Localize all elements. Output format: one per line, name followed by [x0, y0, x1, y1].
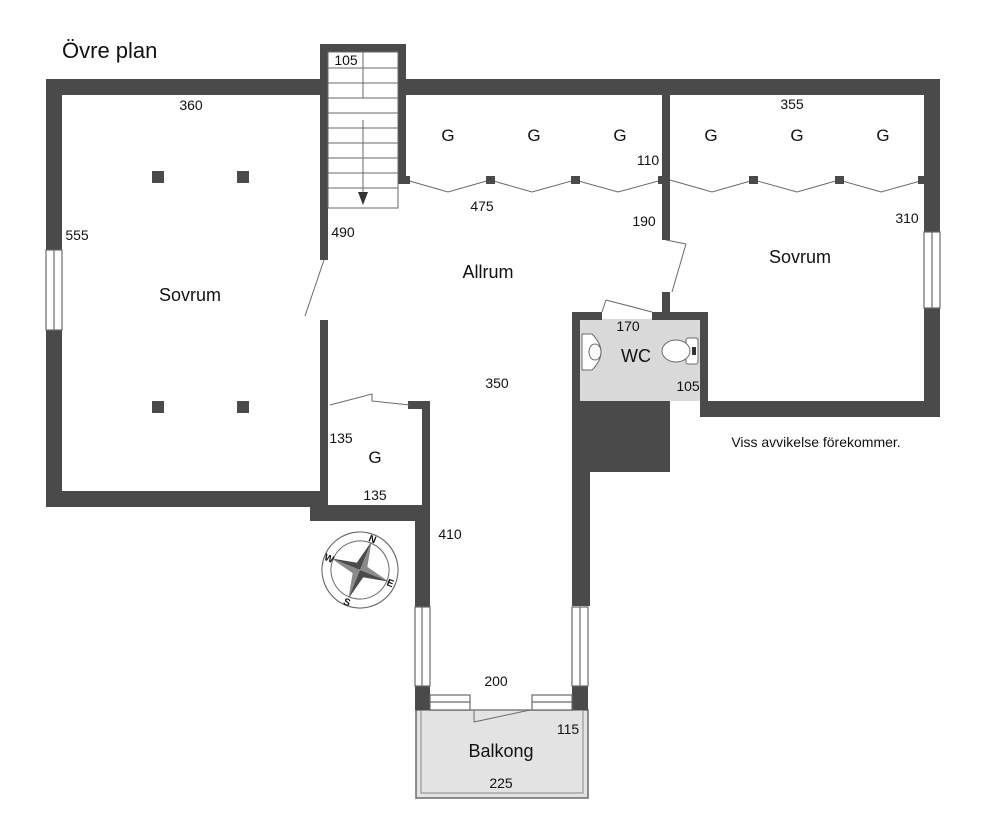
dim-wardrobe-width: 475 [470, 198, 494, 214]
dim-stair-width: 105 [334, 52, 358, 68]
dim-storage-width: 135 [363, 487, 387, 503]
compass-south: S [342, 597, 353, 610]
windows [45, 231, 941, 711]
room-label-storage: G [368, 448, 381, 467]
dim-corridor-length: 410 [438, 526, 462, 542]
dim-balkong-depth: 115 [557, 721, 580, 737]
door-swing-icon [304, 239, 687, 723]
dim-storage-depth: 135 [329, 430, 353, 446]
ceiling-fixtures [152, 171, 249, 413]
dim-wc-width: 170 [616, 318, 640, 334]
dim-sovrum-west-width: 360 [179, 97, 203, 113]
dim-wc-depth: 105 [676, 378, 700, 394]
dim-corridor-width: 200 [484, 673, 508, 689]
balkong-floor [415, 709, 589, 799]
dim-sovrum-east-width: 355 [780, 96, 804, 112]
wardrobe-label: G [790, 126, 803, 145]
wardrobe-posts [401, 176, 927, 184]
dim-allrum-upper: 190 [632, 213, 656, 229]
room-label-sovrum-east: Sovrum [769, 247, 831, 267]
wardrobe-doors [405, 179, 925, 193]
stair-arrow-icon [358, 192, 368, 205]
wardrobe-label: G [527, 126, 540, 145]
disclaimer-note: Viss avvikelse förekommer. [731, 434, 900, 450]
staircase [327, 51, 399, 209]
wardrobe-labels: G G G G G G [441, 126, 889, 145]
dim-balkong-width: 225 [489, 775, 513, 791]
plan-title: Övre plan [62, 38, 157, 63]
dim-sovrum-east-depth: 310 [895, 210, 919, 226]
wardrobe-label: G [613, 126, 626, 145]
wardrobe-label: G [876, 126, 889, 145]
room-label-allrum: Allrum [462, 262, 513, 282]
dim-allrum-depth: 490 [331, 224, 355, 240]
dim-wardrobe-depth: 110 [637, 152, 660, 168]
compass-icon: N E S W [321, 531, 399, 610]
balkong-inner-line [420, 709, 584, 794]
dim-sovrum-west-depth: 555 [65, 227, 89, 243]
sink-icon [581, 333, 602, 371]
compass-west: W [322, 552, 335, 566]
dimension-labels: 105 360 555 355 310 110 475 490 190 170 … [65, 52, 919, 791]
toilet-icon [661, 337, 699, 365]
room-label-balkong: Balkong [468, 741, 533, 761]
dim-allrum-length: 350 [485, 375, 509, 391]
wardrobe-label: G [704, 126, 717, 145]
compass-east: E [385, 577, 396, 590]
room-label-wc: WC [621, 346, 651, 366]
wardrobe-label: G [441, 126, 454, 145]
room-label-sovrum-west: Sovrum [159, 285, 221, 305]
compass-north: N [367, 533, 378, 546]
